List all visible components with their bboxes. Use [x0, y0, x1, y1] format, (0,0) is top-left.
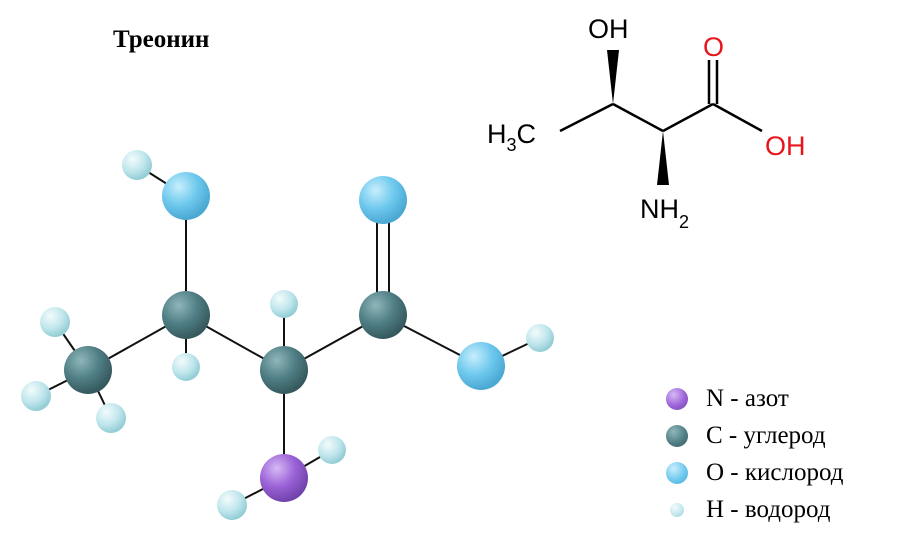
- legend-label-carbon: C - углерод: [706, 421, 826, 449]
- wedge-bond-oh: [607, 50, 619, 104]
- legend-label-nitrogen: N - азот: [706, 384, 789, 412]
- atom-h-methyl-1: [40, 307, 70, 337]
- atom-o-acid: [457, 342, 505, 390]
- atom-c1-methyl: [64, 346, 112, 394]
- legend: N - азот C - углерод O - кислород H - во…: [662, 380, 843, 528]
- atom-h-amine-1: [217, 490, 247, 520]
- atom-h-amine-2: [318, 436, 346, 464]
- legend-label-hydrogen: H - водород: [706, 495, 831, 523]
- amine-nh: NH: [640, 194, 679, 224]
- methyl-c: C: [517, 119, 537, 149]
- label-amine: NH2: [640, 194, 689, 232]
- label-methyl: H3C: [487, 119, 536, 155]
- atom-c3: [260, 346, 308, 394]
- label-oh-acid: OH: [765, 131, 806, 161]
- methyl-h: H: [487, 119, 507, 149]
- legend-item-nitrogen: N - азот: [662, 380, 843, 417]
- legend-swatch-hydrogen: [662, 495, 692, 525]
- bond-c3-c2: [612, 102, 664, 133]
- legend-swatch-nitrogen: [662, 384, 692, 414]
- legend-item-hydrogen: H - водород: [662, 491, 843, 528]
- atom-h-hydroxyl: [122, 150, 152, 180]
- atoms: [21, 150, 554, 520]
- atom-h-c2: [172, 353, 200, 381]
- atom-o-carbonyl: [359, 176, 407, 224]
- bond-ch3-c3: [559, 102, 614, 133]
- methyl-sub: 3: [507, 135, 517, 155]
- atom-c4: [359, 291, 407, 339]
- atom-c2: [162, 291, 210, 339]
- legend-item-oxygen: O - кислород: [662, 454, 843, 491]
- legend-label-oxygen: O - кислород: [706, 458, 844, 486]
- atom-h-methyl-2: [21, 381, 51, 411]
- bond-c2-c1: [662, 102, 714, 133]
- molecule-title: Треонин: [113, 26, 210, 53]
- amine-sub: 2: [679, 212, 689, 232]
- atom-h-methyl-3: [96, 403, 126, 433]
- atom-o-hydroxyl: [162, 172, 210, 220]
- label-o-double: O: [703, 32, 724, 62]
- atom-n-amine: [260, 454, 308, 502]
- bond-c1-oh: [712, 102, 763, 133]
- wedge-bond-nh2: [657, 131, 669, 185]
- atom-h-c3: [270, 290, 298, 318]
- atom-h-acid: [526, 324, 554, 352]
- legend-swatch-oxygen: [662, 458, 692, 488]
- legend-swatch-carbon: [662, 421, 692, 451]
- label-oh-top: OH: [588, 14, 629, 44]
- legend-item-carbon: C - углерод: [662, 417, 843, 454]
